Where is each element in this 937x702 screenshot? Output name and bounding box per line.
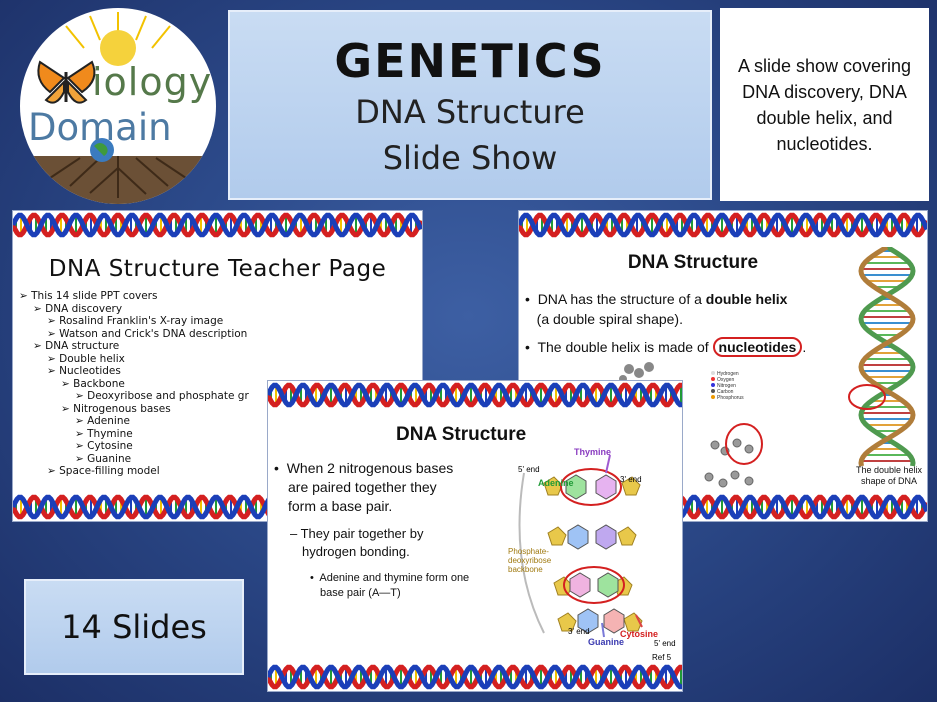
dna-helix-border-top xyxy=(519,212,927,238)
slide3-sub-1: – They pair together by hydrogen bonding… xyxy=(290,526,424,559)
reference-label: Ref 5 xyxy=(652,653,672,662)
list-item: ➢ Deoxyribose and phosphate gr xyxy=(75,390,249,402)
list-item: ➢ Cytosine xyxy=(75,440,133,452)
slide1-list: ➢ This 14 slide PPT covers ➢ DNA discove… xyxy=(19,290,422,478)
svg-text:Carbon: Carbon xyxy=(717,389,734,395)
list-item: ➢ Space-filling model xyxy=(47,465,160,477)
label-3-end-top: 3' end xyxy=(620,475,642,484)
dna-helix-border-bottom xyxy=(268,664,682,690)
label-5-end-bottom: 5' end xyxy=(654,639,676,648)
base-pair-diagram xyxy=(518,454,643,638)
svg-text:Oxygen: Oxygen xyxy=(717,377,734,383)
description-text: A slide show covering DNA discovery, DNA… xyxy=(737,55,912,154)
list-item: ➢ Nitrogenous bases xyxy=(61,402,171,415)
slide2-title: DNA Structure xyxy=(627,252,759,273)
svg-text:Nitrogen: Nitrogen xyxy=(717,383,736,389)
slide3-title: DNA Structure xyxy=(396,424,527,445)
slide3-sub-2: • Adenine and thymine form one base pair… xyxy=(310,572,470,599)
slide-base-pairs: DNA Structure • When 2 nitrogenous bases… xyxy=(267,380,683,692)
title-main: GENETICS xyxy=(334,34,606,88)
list-item: ➢ DNA discovery xyxy=(33,302,123,315)
svg-text:Hydrogen: Hydrogen xyxy=(717,371,739,377)
butterfly-icon xyxy=(37,60,96,104)
list-item: ➢ Double helix xyxy=(47,352,125,365)
logo: iology Domain xyxy=(20,8,216,204)
logo-word-iology: iology xyxy=(92,60,213,104)
double-helix-image xyxy=(848,247,916,467)
label-adenine: Adenine xyxy=(538,478,574,488)
nucleotide-molecule-image: Hydrogen Oxygen Nitrogen Carbon Phosphor… xyxy=(619,362,763,488)
logo-graphic xyxy=(20,12,216,204)
logo-word-domain: Domain xyxy=(28,106,172,149)
list-item: ➢ Watson and Crick's DNA description xyxy=(47,327,248,340)
list-item: ➢ Guanine xyxy=(75,452,132,465)
list-item: ➢ Adenine xyxy=(75,415,130,427)
slide3-bullet-1: • When 2 nitrogenous bases are paired to… xyxy=(274,460,454,514)
label-5-end-top: 5' end xyxy=(518,465,540,474)
list-item: ➢ This 14 slide PPT covers xyxy=(19,290,158,302)
label-guanine: Guanine xyxy=(588,637,625,647)
slide-count-box: 14 Slides xyxy=(24,579,244,675)
label-thymine: Thymine xyxy=(574,447,612,457)
svg-text:Phosphorus: Phosphorus xyxy=(717,395,744,401)
slide2-bullet-2: • The double helix is made of nucleotide… xyxy=(525,337,807,357)
label-cytosine: Cytosine xyxy=(620,629,659,639)
dna-helix-border-top xyxy=(268,382,682,408)
label-3-end-bottom: 3' end xyxy=(568,627,590,636)
slide-dna-structure-helix: DNA Structure • DNA has the structure of… xyxy=(518,210,928,522)
slide1-title: DNA Structure Teacher Page xyxy=(48,256,387,282)
dna-helix-border-top xyxy=(13,212,422,238)
title-line2: DNA Structure xyxy=(355,93,585,131)
list-item: ➢ Rosalind Franklin's X-ray image xyxy=(47,315,224,327)
list-item: ➢ Backbone xyxy=(61,377,125,390)
title-box: GENETICS DNA Structure Slide Show xyxy=(228,10,712,200)
description-box: A slide show covering DNA discovery, DNA… xyxy=(720,8,929,201)
slide-count-text: 14 Slides xyxy=(61,608,207,646)
title-line3: Slide Show xyxy=(382,139,558,177)
list-item: ➢ Nucleotides xyxy=(47,365,121,377)
slide2-bullet-1: • DNA has the structure of a double heli… xyxy=(525,291,788,327)
list-item: ➢ Thymine xyxy=(75,427,133,440)
list-item: ➢ DNA structure xyxy=(33,340,120,352)
